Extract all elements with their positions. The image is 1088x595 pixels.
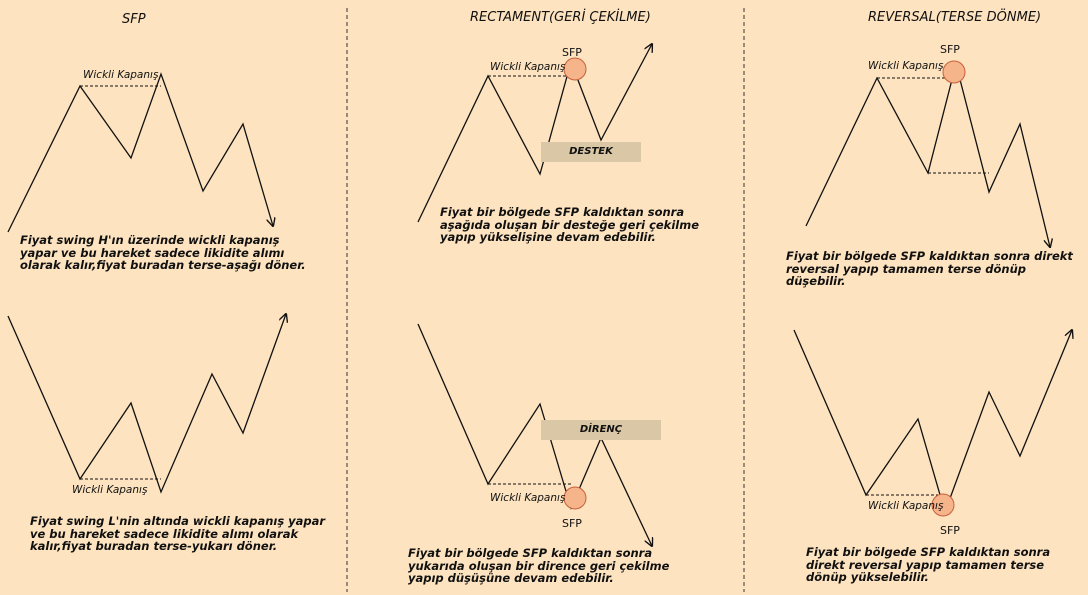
rectament-title: RECTAMENT(GERİ ÇEKİLME) [470, 10, 651, 25]
reversal-bottom-description: Fiyat bir bölgede SFP kaldıktan sonra di… [806, 545, 1051, 584]
rectament-support-zone: DESTEK [541, 142, 641, 162]
reversal-top-wick-label: Wickli Kapanış [868, 60, 944, 72]
reversal-top-price-path [805, 63, 1050, 247]
sfp-top-description: Fiyat swing H'ın üzerinde wickli kapanış… [20, 233, 306, 272]
rectament-top-price-path [417, 44, 652, 223]
reversal-top-sfp-label: SFP [940, 43, 960, 56]
rectament-top-description: Fiyat bir bölgede SFP kaldıktan sonra aş… [440, 205, 699, 244]
rectament-top-sfp-circle [563, 57, 587, 81]
sfp-top-wick-label: Wickli Kapanış [83, 69, 159, 81]
rectament-top-wick-label: Wickli Kapanış [490, 61, 566, 73]
reversal-bottom-sfp-label: SFP [940, 524, 960, 537]
sfp-bottom-wick-label: Wickli Kapanış [72, 484, 148, 496]
rectament-bottom-wick-label: Wickli Kapanış [490, 492, 566, 504]
reversal-bottom-price-path [793, 330, 1072, 515]
sfp-bottom-description: Fiyat swing L'nin altında wickli kapanış… [30, 514, 326, 553]
sfp-title: SFP [122, 12, 146, 27]
rectament-top-sfp-label: SFP [562, 46, 582, 59]
reversal-bottom-sfp-circle [931, 493, 955, 517]
reversal-top-description: Fiyat bir bölgede SFP kaldıktan sonra di… [786, 249, 1073, 288]
rectament-resistance-zone: DİRENÇ [541, 420, 661, 440]
rectament-bottom-description: Fiyat bir bölgede SFP kaldıktan sonra yu… [408, 546, 670, 585]
reversal-top-sfp-circle [942, 60, 966, 84]
sfp-bottom-price-path [7, 314, 286, 494]
sfp-top-price-path [7, 72, 273, 233]
rectament-bottom-sfp-circle [563, 486, 587, 510]
rectament-bottom-price-path [417, 323, 652, 546]
rectament-bottom-sfp-label: SFP [562, 517, 582, 530]
reversal-title: REVERSAL(TERSE DÖNME) [868, 10, 1042, 25]
reversal-bottom-wick-label: Wickli Kapanış [868, 500, 944, 512]
